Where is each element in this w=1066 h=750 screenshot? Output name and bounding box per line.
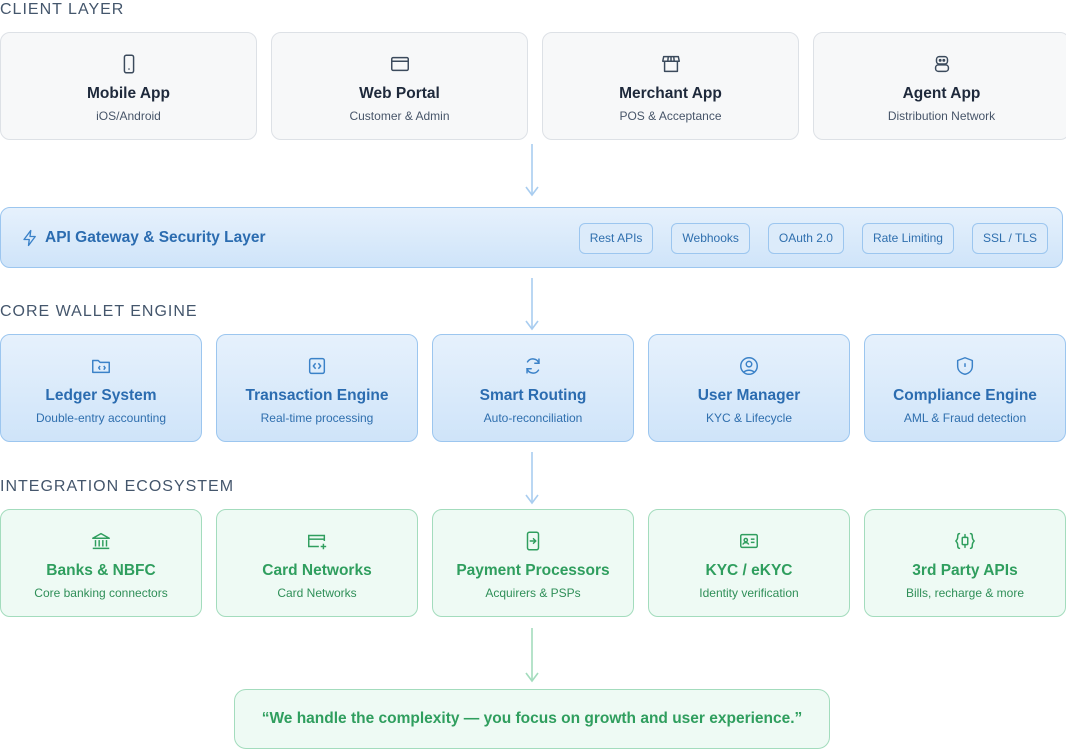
arrow-down-icon — [525, 144, 539, 197]
card-title: Agent App — [902, 85, 981, 102]
card-subtitle: Distribution Network — [887, 109, 996, 123]
mobile-app-card: Mobile App iOS/Android — [0, 32, 257, 140]
card-subtitle: iOS/Android — [96, 109, 161, 123]
refresh-icon — [526, 358, 540, 374]
id-card-icon — [740, 533, 758, 549]
card-subtitle: POS & Acceptance — [619, 109, 722, 123]
tag-webhooks: Webhooks — [671, 223, 750, 254]
card-subtitle: Bills, recharge & more — [905, 586, 1025, 600]
card-title: Transaction Engine — [245, 387, 389, 404]
card-subtitle: Identity verification — [699, 586, 799, 600]
agent-icon — [934, 55, 949, 73]
tagline-banner: “We handle the complexity — you focus on… — [234, 689, 830, 749]
card-title: Card Networks — [262, 562, 372, 579]
card-subtitle: Acquirers & PSPs — [485, 586, 581, 600]
integration-row: Banks & NBFC Core banking connectors Car… — [0, 509, 1066, 617]
bank-icon — [92, 532, 110, 550]
smartphone-icon — [123, 54, 134, 74]
agent-app-card: Agent App Distribution Network — [813, 32, 1066, 140]
lightning-icon — [23, 229, 36, 247]
card-title: Payment Processors — [456, 562, 610, 579]
card-title: Mobile App — [87, 85, 170, 102]
arrow-down-icon — [525, 628, 539, 683]
tag-rate-limiting: Rate Limiting — [861, 223, 954, 254]
card-title: Ledger System — [45, 387, 157, 404]
payment-processors-card: Payment Processors Acquirers & PSPs — [432, 509, 634, 617]
section-title-core: CORE WALLET ENGINE — [0, 303, 198, 320]
payment-arrow-icon — [526, 531, 540, 551]
tag-rest-apis: Rest APIs — [578, 223, 654, 254]
arrow-down-icon — [525, 278, 539, 331]
card-title: Web Portal — [359, 85, 440, 102]
card-subtitle: Real-time processing — [260, 411, 374, 425]
api-gateway-bar: API Gateway & Security Layer Rest APIs W… — [0, 207, 1063, 268]
card-title: Merchant App — [619, 85, 722, 102]
card-subtitle: Card Networks — [277, 586, 357, 600]
gateway-tags: Rest APIs Webhooks OAuth 2.0 Rate Limiti… — [578, 223, 1048, 254]
card-subtitle: KYC & Lifecycle — [705, 411, 793, 425]
client-layer-row: Mobile App iOS/Android Web Portal Custom… — [0, 32, 1066, 140]
ledger-system-card: Ledger System Double-entry accounting — [0, 334, 202, 442]
card-subtitle: Auto-reconciliation — [483, 411, 583, 425]
card-networks-card: Card Networks Card Networks — [216, 509, 418, 617]
smart-routing-card: Smart Routing Auto-reconciliation — [432, 334, 634, 442]
third-party-apis-card: 3rd Party APIs Bills, recharge & more — [864, 509, 1066, 617]
code-brackets-icon — [308, 357, 326, 375]
card-title: 3rd Party APIs — [912, 562, 1018, 579]
card-title: Compliance Engine — [893, 387, 1037, 404]
web-portal-card: Web Portal Customer & Admin — [271, 32, 528, 140]
credit-card-plus-icon — [308, 534, 327, 550]
api-plug-icon — [955, 532, 975, 550]
core-engine-row: Ledger System Double-entry accounting Tr… — [0, 334, 1066, 442]
transaction-engine-card: Transaction Engine Real-time processing — [216, 334, 418, 442]
section-title-integration: INTEGRATION ECOSYSTEM — [0, 478, 235, 495]
tag-oauth: OAuth 2.0 — [767, 223, 844, 254]
tagline-text: “We handle the complexity — you focus on… — [261, 710, 803, 727]
card-title: Smart Routing — [479, 387, 587, 404]
card-title: KYC / eKYC — [705, 562, 793, 579]
card-title: Banks & NBFC — [46, 562, 156, 579]
arrow-down-icon — [525, 452, 539, 505]
storefront-icon — [661, 55, 680, 73]
card-title: User Manager — [697, 387, 801, 404]
compliance-engine-card: Compliance Engine AML & Fraud detection — [864, 334, 1066, 442]
merchant-app-card: Merchant App POS & Acceptance — [542, 32, 799, 140]
user-manager-card: User Manager KYC & Lifecycle — [648, 334, 850, 442]
user-circle-icon — [740, 357, 758, 375]
shield-icon — [956, 357, 974, 375]
folder-code-icon — [92, 359, 110, 374]
card-subtitle: AML & Fraud detection — [903, 411, 1027, 425]
browser-window-icon — [390, 56, 409, 72]
section-title-client: CLIENT LAYER — [0, 1, 125, 18]
card-subtitle: Customer & Admin — [349, 109, 450, 123]
gateway-title: API Gateway & Security Layer — [45, 229, 266, 246]
kyc-ekyc-card: KYC / eKYC Identity verification — [648, 509, 850, 617]
card-subtitle: Core banking connectors — [34, 586, 168, 600]
card-subtitle: Double-entry accounting — [35, 411, 167, 425]
tag-ssl-tls: SSL / TLS — [971, 223, 1048, 254]
banks-nbfc-card: Banks & NBFC Core banking connectors — [0, 509, 202, 617]
